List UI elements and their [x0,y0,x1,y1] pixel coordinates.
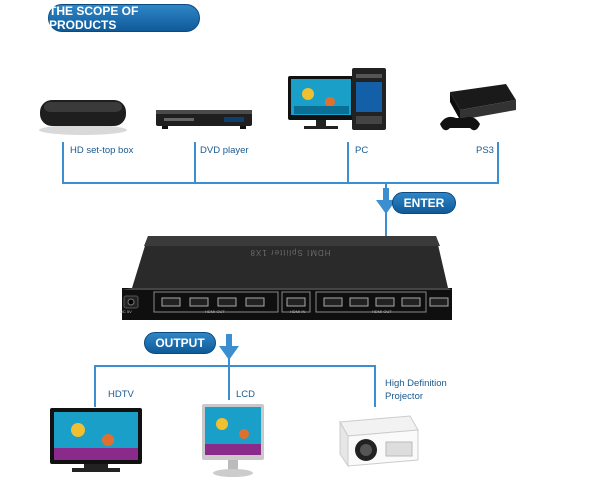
ps3-console-icon [436,80,518,138]
source-drop-line [497,142,499,184]
power-port-label: DC 5V [120,309,132,314]
display-label-projector-line-1: High Definition [385,378,447,389]
source-label-dvd-player: DVD player [200,145,249,156]
source-label-set-top-box: HD set-top box [70,145,134,156]
source-drop-line [347,142,349,184]
dvd-player-icon [152,104,256,134]
source-label-pc: PC [355,145,369,156]
device-top-text: HDMI Splitter 1X8 [249,248,331,257]
hdmi-out-group-2-label: HDMI OUT [372,309,392,314]
display-label-projector-line-2: Projector [385,391,424,402]
display-drop-line [374,365,376,407]
source-label-ps3: PS3 [476,145,494,156]
source-drop-line [194,142,196,184]
hdtv-icon [48,406,144,474]
display-drop-line [94,365,96,407]
hdmi-in-label: HDMI IN [290,309,306,314]
display-label-lcd: LCD [236,389,256,400]
enter-arrow-icon [376,188,396,214]
lcd-monitor-icon [200,402,266,478]
hdmi-splitter-device [118,232,454,322]
enter-label: ENTER [403,196,445,210]
pc-icon [286,66,390,134]
title-badge: THE SCOPE OF PRODUCTS [48,4,200,32]
title-text: THE SCOPE OF PRODUCTS [49,4,139,32]
output-label: OUTPUT [155,336,205,350]
output-bus-line [94,365,376,367]
set-top-box-icon [36,94,130,136]
input-bus-line [62,182,499,184]
hdmi-out-group-1-label: HDMI OUT [205,309,225,314]
output-badge: OUTPUT [144,332,216,354]
display-drop-line [228,358,230,400]
enter-badge: ENTER [392,192,456,214]
display-label-hdtv: HDTV [108,389,134,400]
output-arrow-icon [219,334,239,360]
projector-icon [330,412,420,470]
source-drop-line [62,142,64,184]
